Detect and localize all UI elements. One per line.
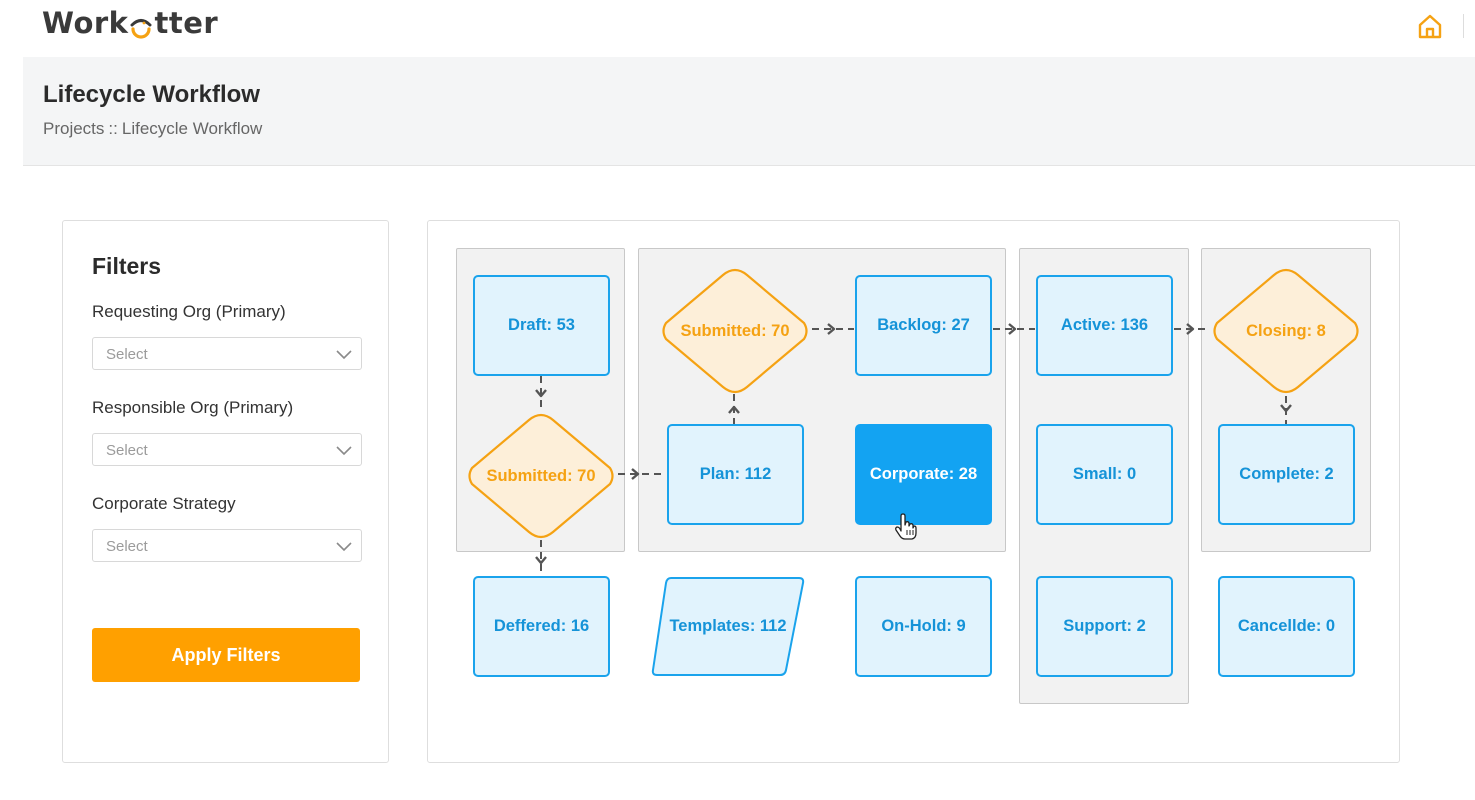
node-submitted-mid[interactable]: Submitted: 70 bbox=[658, 267, 812, 395]
node-active[interactable]: Active: 136 bbox=[1036, 275, 1173, 376]
chevron-down-icon bbox=[336, 446, 352, 456]
filter-label-responsible-org: Responsible Org (Primary) bbox=[92, 398, 294, 417]
home-icon bbox=[1418, 14, 1442, 39]
filters-panel: Filters Requesting Org (Primary) Select … bbox=[62, 220, 389, 763]
node-cancelled[interactable]: Cancellde: 0 bbox=[1218, 576, 1355, 677]
node-label: Closing: 8 bbox=[1246, 321, 1326, 340]
node-label: Submitted: 70 bbox=[680, 321, 790, 340]
node-small[interactable]: Small: 0 bbox=[1036, 424, 1173, 525]
breadcrumb-link-projects[interactable]: Projects bbox=[43, 119, 105, 138]
requesting-org-select[interactable]: Select bbox=[92, 337, 362, 370]
node-on-hold[interactable]: On-Hold: 9 bbox=[855, 576, 992, 677]
node-closing[interactable]: Closing: 8 bbox=[1209, 267, 1363, 395]
node-plan[interactable]: Plan: 112 bbox=[667, 424, 804, 525]
diamond-shape bbox=[662, 268, 808, 394]
otter-logo-icon bbox=[129, 12, 153, 39]
breadcrumb-separator: :: bbox=[108, 119, 118, 138]
breadcrumb-current: Lifecycle Workflow bbox=[121, 119, 263, 138]
diamond-shape bbox=[468, 413, 614, 539]
logo-text-work: Work bbox=[42, 6, 129, 40]
filter-label-requesting-org: Requesting Org (Primary) bbox=[92, 302, 286, 321]
home-button[interactable] bbox=[1413, 9, 1447, 43]
node-label: Submitted: 70 bbox=[486, 466, 596, 485]
select-placeholder: Select bbox=[106, 442, 148, 459]
chevron-down-icon bbox=[336, 350, 352, 360]
node-complete[interactable]: Complete: 2 bbox=[1218, 424, 1355, 525]
select-placeholder: Select bbox=[106, 346, 148, 363]
hand-pointer-cursor-icon bbox=[895, 513, 917, 540]
parallelogram-shape bbox=[651, 577, 805, 676]
node-label: Templates: 112 bbox=[669, 617, 787, 635]
node-deffered[interactable]: Deffered: 16 bbox=[473, 576, 610, 677]
node-submitted-left[interactable]: Submitted: 70 bbox=[464, 412, 618, 540]
node-templates[interactable]: Templates: 112 bbox=[651, 576, 805, 677]
divider bbox=[1463, 14, 1464, 38]
node-support[interactable]: Support: 2 bbox=[1036, 576, 1173, 677]
page-title: Lifecycle Workflow bbox=[43, 81, 260, 108]
page-header: Lifecycle Workflow Projects :: Lifecycle… bbox=[23, 57, 1475, 166]
responsible-org-select[interactable]: Select bbox=[92, 433, 362, 466]
filters-title: Filters bbox=[92, 253, 162, 279]
apply-filters-button[interactable]: Apply Filters bbox=[92, 628, 360, 682]
top-bar: Work tter bbox=[0, 0, 1475, 56]
chevron-down-icon bbox=[336, 542, 352, 552]
logo-text-tter: tter bbox=[154, 6, 219, 40]
breadcrumb: Projects :: Lifecycle Workflow bbox=[43, 119, 262, 139]
app-logo[interactable]: Work tter bbox=[42, 6, 218, 40]
corporate-strategy-select[interactable]: Select bbox=[92, 529, 362, 562]
filter-label-corporate-strategy: Corporate Strategy bbox=[92, 494, 236, 513]
node-backlog[interactable]: Backlog: 27 bbox=[855, 275, 992, 376]
select-placeholder: Select bbox=[106, 538, 148, 555]
diamond-shape bbox=[1213, 268, 1359, 394]
node-corporate[interactable]: Corporate: 28 bbox=[855, 424, 992, 525]
node-draft[interactable]: Draft: 53 bbox=[473, 275, 610, 376]
